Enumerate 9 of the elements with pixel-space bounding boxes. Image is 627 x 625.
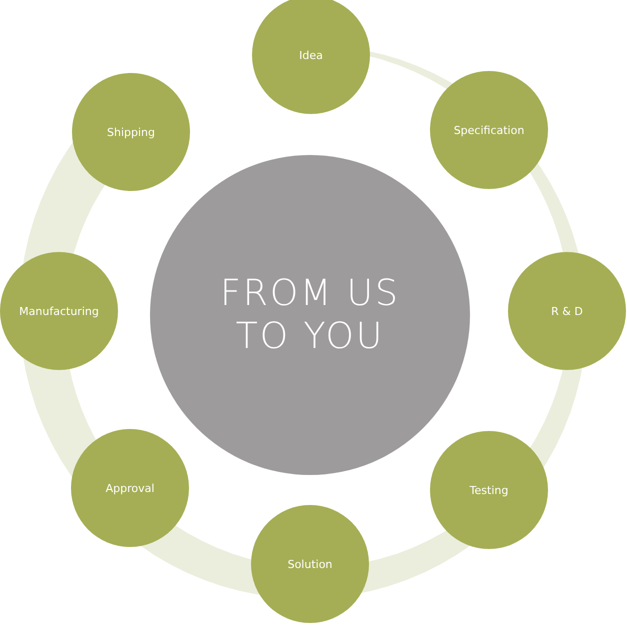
step-label: Specification bbox=[454, 124, 524, 136]
step-label: Testing bbox=[470, 484, 508, 496]
step-label: Manufacturing bbox=[19, 304, 99, 318]
step-label: Idea bbox=[299, 48, 323, 62]
hub-title: FROM US TO YOU bbox=[219, 272, 401, 358]
step-label: R & D bbox=[551, 304, 583, 318]
step-label: Shipping bbox=[107, 126, 155, 138]
step-label: Approval bbox=[106, 482, 154, 494]
step-label: Solution bbox=[288, 558, 332, 570]
